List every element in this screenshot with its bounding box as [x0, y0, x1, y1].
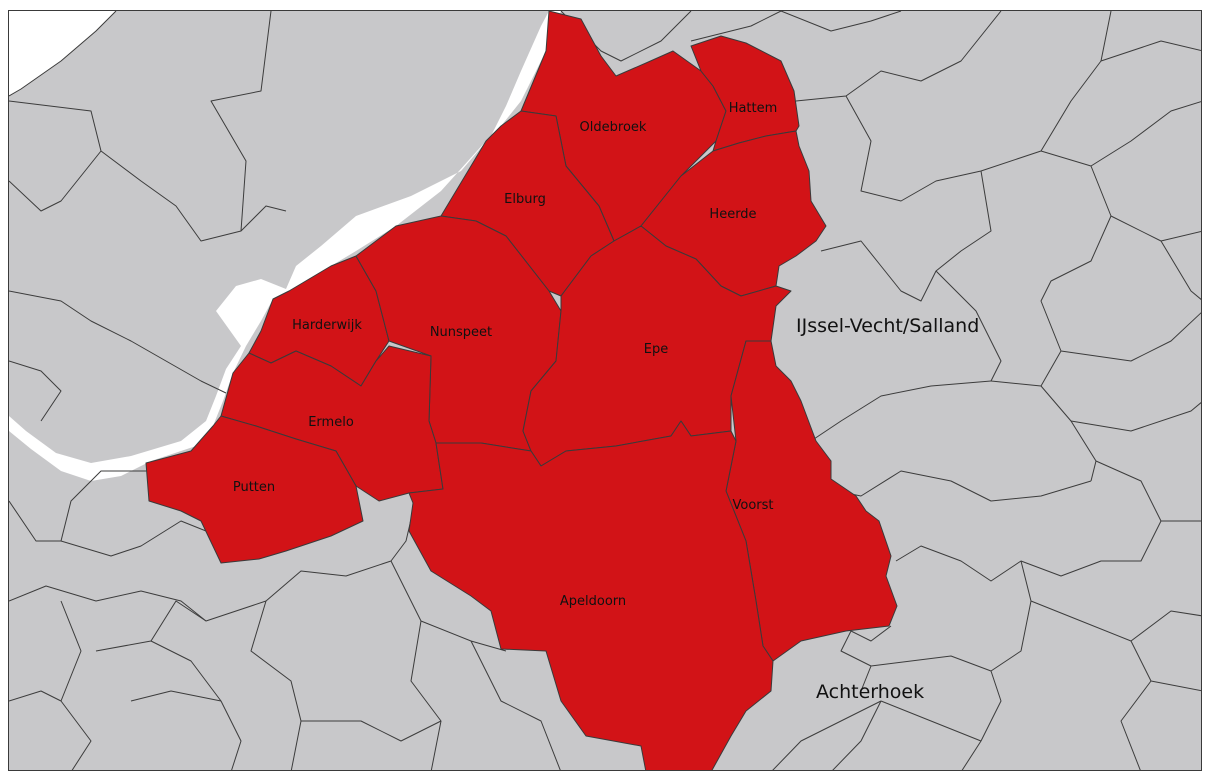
label-region-ijssel-vecht: IJssel-Vecht/Salland — [796, 315, 979, 337]
label-epe: Epe — [644, 342, 668, 357]
label-nunspeet: Nunspeet — [430, 325, 492, 340]
municipality-labels: Oldebroek Hattem Elburg Heerde Harderwij… — [233, 101, 777, 609]
label-elburg: Elburg — [504, 192, 546, 207]
municipality-putten — [145, 415, 364, 564]
label-oldebroek: Oldebroek — [580, 120, 647, 135]
highlighted-region — [145, 11, 898, 770]
region-map: Oldebroek Hattem Elburg Heerde Harderwij… — [9, 11, 1201, 770]
municipality-apeldoorn — [408, 420, 774, 770]
label-putten: Putten — [233, 480, 275, 495]
label-apeldoorn: Apeldoorn — [560, 594, 626, 609]
label-harderwijk: Harderwijk — [292, 318, 362, 333]
label-voorst: Voorst — [732, 498, 773, 513]
label-heerde: Heerde — [709, 207, 756, 222]
label-ermelo: Ermelo — [308, 415, 354, 430]
map-frame: Oldebroek Hattem Elburg Heerde Harderwij… — [8, 10, 1202, 771]
lake-north — [9, 11, 116, 96]
label-hattem: Hattem — [729, 101, 778, 116]
neighbor-borders — [9, 11, 1201, 770]
label-region-achterhoek: Achterhoek — [816, 681, 924, 703]
